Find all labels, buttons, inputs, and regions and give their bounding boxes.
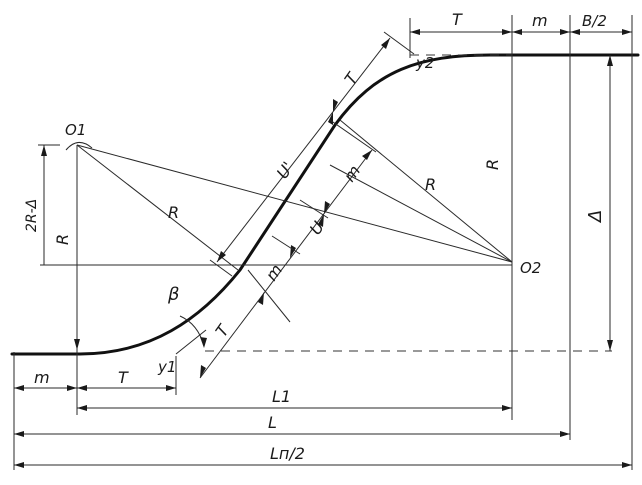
label-ln-half: Lп/2 (270, 444, 305, 463)
arrow-beta (200, 337, 207, 348)
label-delta: Δ (585, 210, 606, 224)
arrow-ln-right (622, 462, 632, 468)
arrow-top-3 (512, 29, 522, 35)
arrow-ln-left (14, 462, 24, 468)
arrow-top-5 (570, 29, 580, 35)
label-m-bottom: m (34, 368, 50, 387)
label-u-diag: U (306, 218, 328, 239)
label-m-diag2: m (262, 261, 287, 285)
label-t-bottom: T (118, 368, 129, 387)
label-t-top: T (452, 10, 463, 29)
arrow-top-4 (560, 29, 570, 35)
label-o2: O2 (520, 259, 541, 277)
arrow-top-1 (410, 29, 420, 35)
arrow-l-right (560, 431, 570, 437)
label-b-half: B/2 (582, 12, 607, 30)
label-beta: β (167, 284, 180, 305)
dim-lower-diag-line (199, 149, 373, 379)
arrow-l1-right (502, 405, 512, 411)
label-y1: y1 (157, 358, 176, 376)
label-2r-minus-delta: 2R-Δ (24, 199, 40, 232)
arrow-lower-top (362, 150, 372, 160)
dim-lower-tick-3 (247, 269, 291, 323)
arrow-m-right (67, 385, 77, 391)
label-l: L (268, 413, 277, 432)
radius-o1-to-o2-dashed (76, 144, 513, 263)
arrow-uprime-mid1 (333, 99, 338, 112)
arrow-delta-bottom (607, 340, 613, 351)
dim-lower-tick-2 (271, 235, 301, 255)
arrow-l1-left (77, 405, 87, 411)
o1-center-arc (65, 142, 93, 151)
line-y2-to-o2 (329, 164, 513, 263)
arrow-t-left (77, 385, 87, 391)
arrow-lower-bottom (200, 365, 206, 378)
dim-u-prime-line (216, 37, 391, 263)
arrow-r-left-bottom (74, 339, 80, 350)
label-y2: y2 (415, 54, 434, 72)
arrow-m-left (14, 385, 24, 391)
arrow-l-left (14, 431, 24, 437)
dim-u-prime-tick-top (383, 31, 415, 55)
radius-o1-to-curve (76, 144, 239, 271)
beta-angle-line (175, 329, 207, 355)
radius-o2-to-curve (339, 119, 513, 263)
arrow-top-2 (502, 29, 512, 35)
label-m-top: m (532, 11, 548, 30)
dim-lower-tick-top (329, 119, 377, 153)
dim-lower-tick-1 (299, 199, 329, 219)
arrow-lower-m2 (318, 214, 324, 227)
label-r-vert-left: R (53, 234, 72, 245)
dim-uprime-tick-bottom (209, 259, 233, 277)
track-axis-curve (10, 53, 640, 356)
arrow-delta-top (607, 55, 613, 66)
arrow-lower-m1 (324, 201, 330, 214)
label-r-vert-right: R (483, 159, 502, 170)
arrow-uprime-mid2 (328, 112, 333, 125)
arrow-top-6 (622, 29, 632, 35)
label-l1: L1 (272, 387, 291, 406)
arrow-t-right (166, 385, 176, 391)
arrow-lower-u2 (258, 292, 264, 305)
label-r-right: R (425, 175, 436, 194)
arrow-2r-delta-top (41, 145, 47, 156)
label-r-left: R (168, 203, 179, 222)
arrow-uprime-top (381, 38, 390, 49)
arrow-uprime-bottom (217, 251, 226, 262)
label-o1: O1 (65, 121, 86, 139)
